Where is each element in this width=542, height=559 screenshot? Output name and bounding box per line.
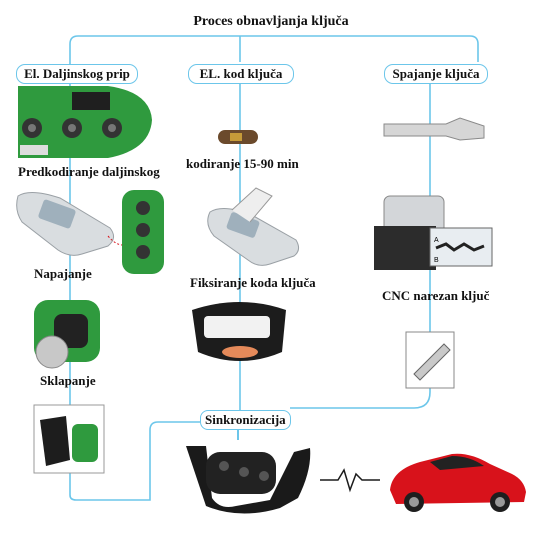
cnc-machine-icon: A B bbox=[374, 195, 493, 270]
key-programmer-icon bbox=[16, 192, 129, 256]
column-header-middle: EL. kod ključa bbox=[188, 64, 294, 84]
key-blade-icon bbox=[383, 117, 485, 141]
blade-label-b: B bbox=[434, 257, 439, 264]
diagram-title: Proces obnavljanja ključa bbox=[193, 14, 349, 29]
blade-label-a: A bbox=[434, 237, 439, 244]
step-sinkronizacija: Sinkronizacija bbox=[200, 410, 291, 430]
step-kodiranje: kodiranje 15-90 min bbox=[186, 156, 299, 171]
sports-car-icon bbox=[390, 453, 526, 512]
transponder-chip-icon bbox=[218, 130, 258, 144]
step-napajanje: Napajanje bbox=[34, 266, 92, 281]
step-predkodiranje: Predkodiranje daljinskog bbox=[18, 164, 160, 179]
signal-wave-icon bbox=[320, 468, 380, 493]
step-klapanje: Sklapanje bbox=[40, 373, 96, 388]
flip-key-icon bbox=[186, 420, 311, 514]
cut-key-icon bbox=[405, 331, 455, 389]
column-header-left: El. Daljinskog prip bbox=[16, 64, 138, 84]
flip-key-icon bbox=[33, 404, 105, 474]
step-fiksiranje: Fiksiranje koda ključa bbox=[190, 275, 316, 290]
column-header-right: Spajanje ključa bbox=[384, 64, 488, 84]
step-cnc: CNC narezan ključ bbox=[382, 288, 490, 303]
pcb-board-icon bbox=[122, 190, 164, 274]
pcb-board-icon bbox=[18, 86, 152, 158]
key-programmer-icon bbox=[207, 187, 300, 266]
remote-shell-icon bbox=[192, 302, 286, 361]
remote-shell-icon bbox=[34, 300, 100, 369]
